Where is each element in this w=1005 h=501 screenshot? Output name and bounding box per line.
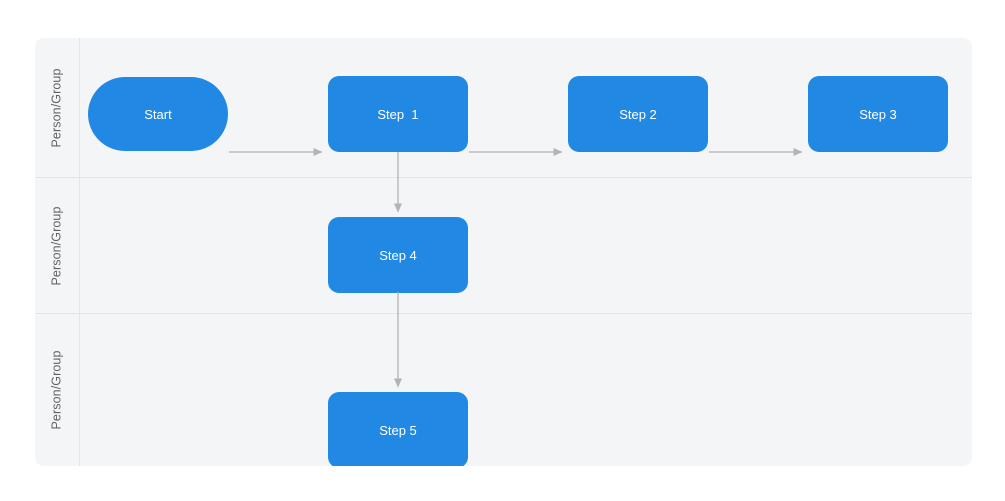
swimlane-diagram: Person/Group Start Step 1 Step 2 Step 3 …: [35, 38, 972, 466]
node-step3[interactable]: Step 3: [808, 76, 948, 152]
lane-header-1[interactable]: Person/Group: [35, 38, 80, 177]
lane-body-1: Start Step 1 Step 2 Step 3: [80, 38, 972, 177]
node-start[interactable]: Start: [88, 77, 228, 151]
node-step5[interactable]: Step 5: [328, 392, 468, 466]
lane-body-3: Step 5: [80, 314, 972, 466]
lane-label-2: Person/Group: [50, 205, 64, 286]
swimlane-row-1[interactable]: Person/Group Start Step 1 Step 2 Step 3: [35, 38, 972, 177]
lane-body-2: Step 4: [80, 178, 972, 313]
swimlane-row-2[interactable]: Person/Group Step 4: [35, 177, 972, 313]
node-step1[interactable]: Step 1: [328, 76, 468, 152]
lane-header-3[interactable]: Person/Group: [35, 314, 80, 466]
lane-header-2[interactable]: Person/Group: [35, 178, 80, 313]
node-step4[interactable]: Step 4: [328, 217, 468, 293]
lane-label-3: Person/Group: [50, 350, 64, 430]
node-step2[interactable]: Step 2: [568, 76, 708, 152]
swimlane-row-3[interactable]: Person/Group Step 5: [35, 313, 972, 466]
lane-label-1: Person/Group: [50, 67, 64, 148]
